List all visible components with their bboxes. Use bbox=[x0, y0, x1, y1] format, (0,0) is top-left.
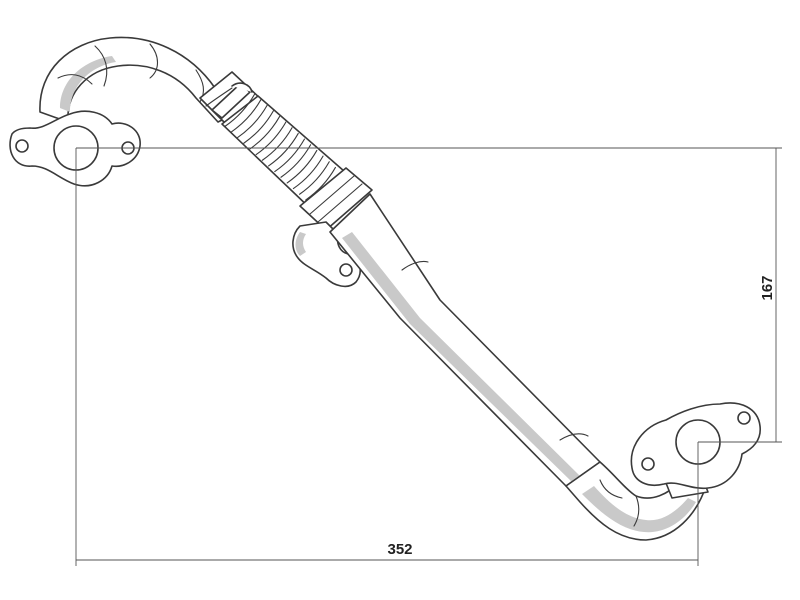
bellows-rib bbox=[230, 98, 262, 133]
bellows-rib bbox=[261, 127, 293, 161]
bellows-rib bbox=[224, 93, 256, 127]
bellows-rib bbox=[255, 121, 287, 156]
height-dimension-label: 167 bbox=[759, 275, 776, 300]
dimension-lines bbox=[75, 147, 782, 566]
bellows-rib bbox=[286, 149, 318, 184]
right-flange bbox=[630, 402, 761, 490]
right-flange-bolt-hole-right bbox=[737, 411, 751, 425]
bellows-rib bbox=[237, 104, 268, 139]
mounting-bracket bbox=[292, 221, 361, 288]
bellows-rib bbox=[268, 132, 299, 167]
bellows-rib bbox=[292, 155, 324, 190]
bellows-rib bbox=[249, 115, 281, 150]
upper-bend-tube bbox=[39, 36, 239, 123]
long-straight-tube bbox=[329, 193, 601, 487]
bellows-inlet-tube bbox=[199, 71, 263, 125]
left-flange bbox=[9, 110, 141, 187]
bellows-rib bbox=[243, 110, 274, 144]
width-dimension-label: 352 bbox=[387, 541, 412, 558]
bellows-rib bbox=[305, 166, 336, 201]
bellows-collar bbox=[299, 167, 373, 231]
bellows-rib bbox=[299, 161, 330, 195]
bellows-rib bbox=[274, 138, 305, 173]
bracket-bolt-hole bbox=[339, 263, 353, 277]
left-flange-bolt-hole bbox=[15, 139, 29, 153]
right-flange-bolt-hole-left bbox=[641, 457, 655, 471]
